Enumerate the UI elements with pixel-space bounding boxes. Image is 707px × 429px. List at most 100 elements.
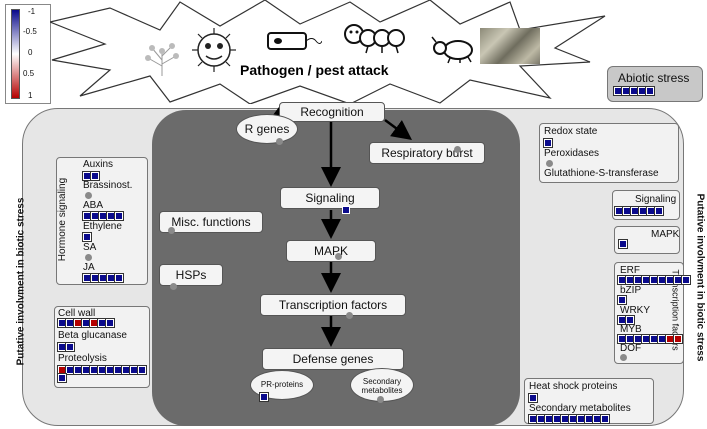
heatmap-cell bbox=[82, 171, 92, 181]
hormone-signaling-box: Hormone signaling Auxins Brassinost. ABA… bbox=[56, 157, 148, 285]
heatmap-cell bbox=[621, 86, 631, 96]
heatmap-cell bbox=[81, 318, 91, 328]
heatmap-cell bbox=[105, 318, 115, 328]
pr-proteins-cells bbox=[259, 392, 269, 402]
heatmap-cell bbox=[625, 315, 635, 325]
tf-label: Transcription factors bbox=[278, 298, 388, 312]
heatmap-cell bbox=[673, 334, 683, 344]
r-genes-label: R genes bbox=[244, 122, 290, 136]
virus-icon bbox=[192, 28, 236, 72]
tf-dot bbox=[346, 312, 353, 319]
heatmap-cell bbox=[73, 365, 83, 375]
wrky-label: WRKY bbox=[620, 305, 650, 316]
hsp-label: Heat shock proteins bbox=[529, 381, 618, 392]
hormone-auxins-label: Auxins bbox=[83, 159, 114, 170]
hormone-ethylene-cells bbox=[82, 232, 92, 242]
arrow-recognition-burst bbox=[384, 118, 413, 140]
misc-functions-node: Misc. functions bbox=[159, 211, 263, 233]
respiratory-burst-label: Respiratory burst bbox=[381, 146, 473, 160]
legend: -1 -0.5 0 0.5 1 bbox=[5, 4, 51, 104]
abiotic-stress-box: Abiotic stress bbox=[607, 66, 703, 102]
heatmap-cell bbox=[614, 206, 624, 216]
heatmap-cell bbox=[57, 365, 67, 375]
heatmap-cell bbox=[528, 393, 538, 403]
heatmap-cell bbox=[65, 365, 75, 375]
erf-cells bbox=[617, 275, 691, 285]
pr-proteins-node: PR-proteins bbox=[250, 370, 314, 400]
defense-genes-node: Defense genes bbox=[262, 348, 404, 370]
heatmap-cell bbox=[645, 86, 655, 96]
heatmap-cell bbox=[617, 334, 627, 344]
cell-wall-label: Cell wall bbox=[58, 308, 96, 319]
mapk-dot bbox=[335, 253, 342, 260]
caterpillar-icon bbox=[344, 24, 405, 54]
signaling-cell bbox=[342, 206, 350, 214]
r-genes-dot bbox=[276, 138, 283, 145]
respiratory-burst-node: Respiratory burst bbox=[369, 142, 485, 164]
respiratory-burst-dot bbox=[454, 146, 461, 153]
misc-functions-dot bbox=[168, 227, 175, 234]
heatmap-cell bbox=[82, 211, 92, 221]
hormone-brassinost-label: Brassinost. bbox=[83, 180, 133, 191]
peroxidases-label: Peroxidases bbox=[544, 148, 600, 159]
heatmap-cell bbox=[129, 365, 139, 375]
legend-tick-1: -1 bbox=[28, 7, 36, 16]
heatmap-cell bbox=[114, 273, 124, 283]
heatmap-cell bbox=[65, 342, 75, 352]
plant-icon bbox=[145, 43, 179, 76]
heatmap-cell bbox=[622, 206, 632, 216]
heatmap-cell bbox=[633, 334, 643, 344]
heatmap-cell bbox=[57, 342, 67, 352]
hormone-ethylene-label: Ethylene bbox=[83, 221, 122, 232]
signaling-label: Signaling bbox=[305, 191, 355, 205]
hormone-brassinost-dot bbox=[85, 192, 92, 199]
heatmap-cell bbox=[113, 365, 123, 375]
hsp-cells bbox=[528, 393, 538, 403]
right-secondary-label: Secondary metabolites bbox=[529, 403, 631, 414]
heatmap-cell bbox=[137, 365, 147, 375]
right-signaling-label: Signaling bbox=[635, 194, 677, 205]
bzip-cells bbox=[617, 295, 627, 305]
heatmap-cell bbox=[73, 318, 83, 328]
heatmap-cell bbox=[82, 232, 92, 242]
hormone-ja-label: JA bbox=[83, 262, 95, 273]
right-secondary-cells bbox=[528, 414, 610, 424]
hormone-sa-dot bbox=[85, 254, 92, 261]
heatmap-cell bbox=[57, 318, 67, 328]
secondary-metabolites-node: Secondary metabolites bbox=[350, 368, 414, 402]
dof-dot bbox=[620, 354, 627, 361]
heatmap-cell bbox=[649, 275, 659, 285]
hsps-node: HSPs bbox=[159, 264, 223, 286]
heatmap-cell bbox=[625, 334, 635, 344]
legend-tick-5: 1 bbox=[28, 91, 33, 100]
heatmap-cell bbox=[114, 211, 124, 221]
heatmap-cell bbox=[584, 414, 594, 424]
heatmap-cell bbox=[665, 334, 675, 344]
aphid-icon bbox=[431, 36, 473, 64]
secondary-metabolites-label: Secondary metabolites bbox=[361, 377, 403, 395]
bacterium-icon bbox=[267, 32, 322, 50]
hormone-aba-label: ABA bbox=[83, 200, 104, 211]
r-genes-node: R genes bbox=[236, 114, 298, 144]
misc-functions-label: Misc. functions bbox=[171, 215, 251, 229]
heatmap-cell bbox=[630, 206, 640, 216]
heatmap-cell bbox=[528, 414, 538, 424]
right-hsp-box: Heat shock proteins Secondary metabolite… bbox=[524, 378, 654, 424]
heatmap-cell bbox=[106, 211, 116, 221]
heatmap-cell bbox=[657, 275, 667, 285]
heatmap-cell bbox=[89, 318, 99, 328]
proteolysis-label: Proteolysis bbox=[58, 353, 107, 364]
heatmap-cell bbox=[681, 275, 691, 285]
cell-wall-cells bbox=[57, 318, 115, 328]
right-mapk-label: MAPK bbox=[651, 229, 680, 240]
heatmap-cell bbox=[576, 414, 586, 424]
heatmap-cell bbox=[65, 318, 75, 328]
heatmap-cell bbox=[105, 365, 115, 375]
beta-glucanase-label: Beta glucanase bbox=[58, 330, 127, 341]
heatmap-cell bbox=[637, 86, 647, 96]
heatmap-cell bbox=[121, 365, 131, 375]
heatmap-cell bbox=[97, 318, 107, 328]
heatmap-cell bbox=[617, 295, 627, 305]
hormone-aba-cells bbox=[82, 211, 124, 221]
beta-glucanase-cells bbox=[57, 342, 75, 352]
